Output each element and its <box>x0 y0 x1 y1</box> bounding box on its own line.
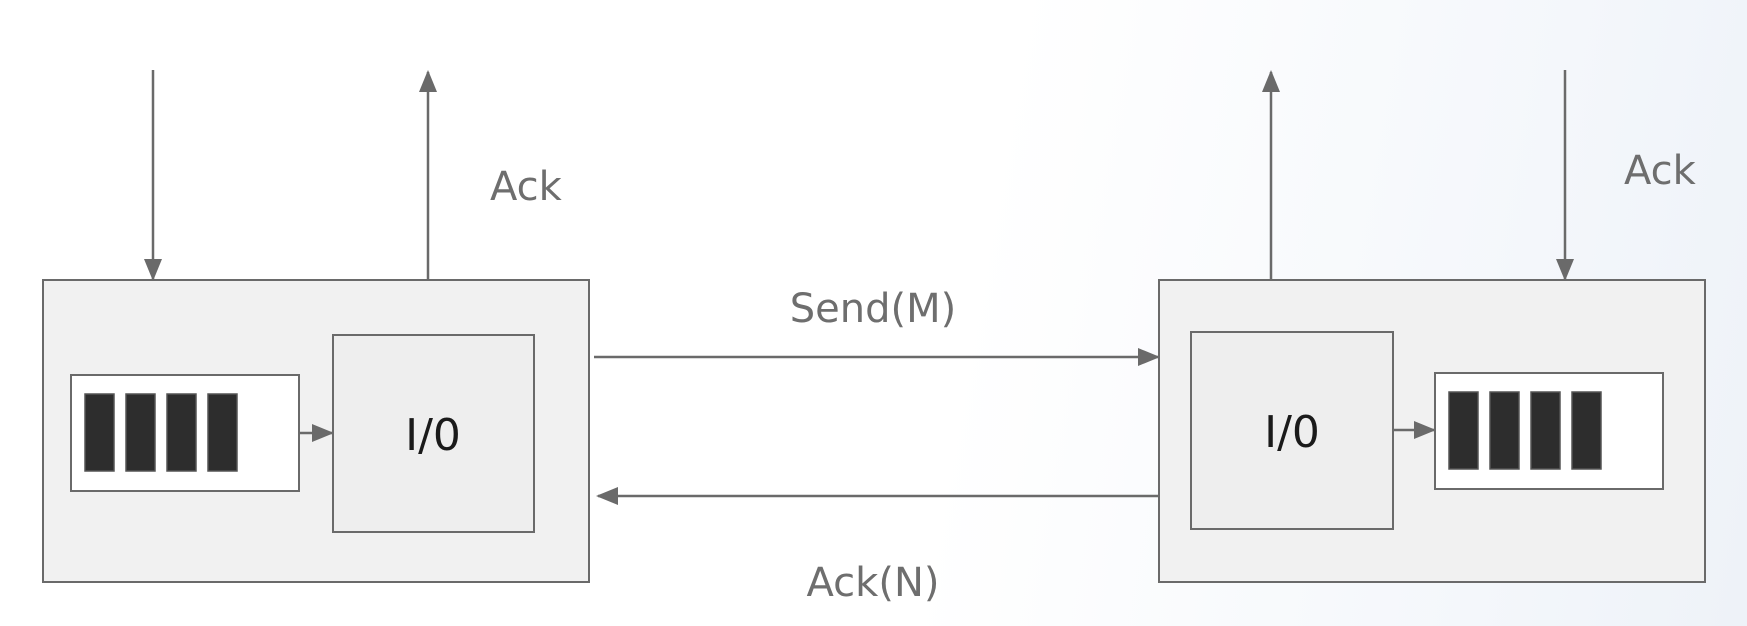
right-io-label: I/0 <box>1264 407 1320 458</box>
right-queue-slot <box>1530 391 1561 470</box>
right-queue-slot <box>1448 391 1479 470</box>
left-queue-slot <box>84 393 115 472</box>
left-io-label: I/0 <box>405 410 461 461</box>
left-queue-slots <box>84 393 238 472</box>
left-queue-slot <box>207 393 238 472</box>
right-queue-slots <box>1448 391 1602 470</box>
right-ack-label: Ack <box>1624 148 1697 194</box>
ack-n-label: Ack(N) <box>807 560 940 606</box>
left-queue <box>70 374 300 492</box>
send-label: Send(M) <box>790 286 956 332</box>
left-node: I/0 <box>42 279 590 583</box>
right-queue <box>1434 372 1664 490</box>
left-queue-slot <box>166 393 197 472</box>
left-io-box <box>332 334 535 533</box>
left-queue-slot <box>125 393 156 472</box>
right-node: I/0 <box>1158 279 1706 583</box>
right-queue-slot <box>1571 391 1602 470</box>
right-queue-slot <box>1489 391 1520 470</box>
left-ack-label: Ack <box>490 164 563 210</box>
right-io-box <box>1190 331 1394 530</box>
